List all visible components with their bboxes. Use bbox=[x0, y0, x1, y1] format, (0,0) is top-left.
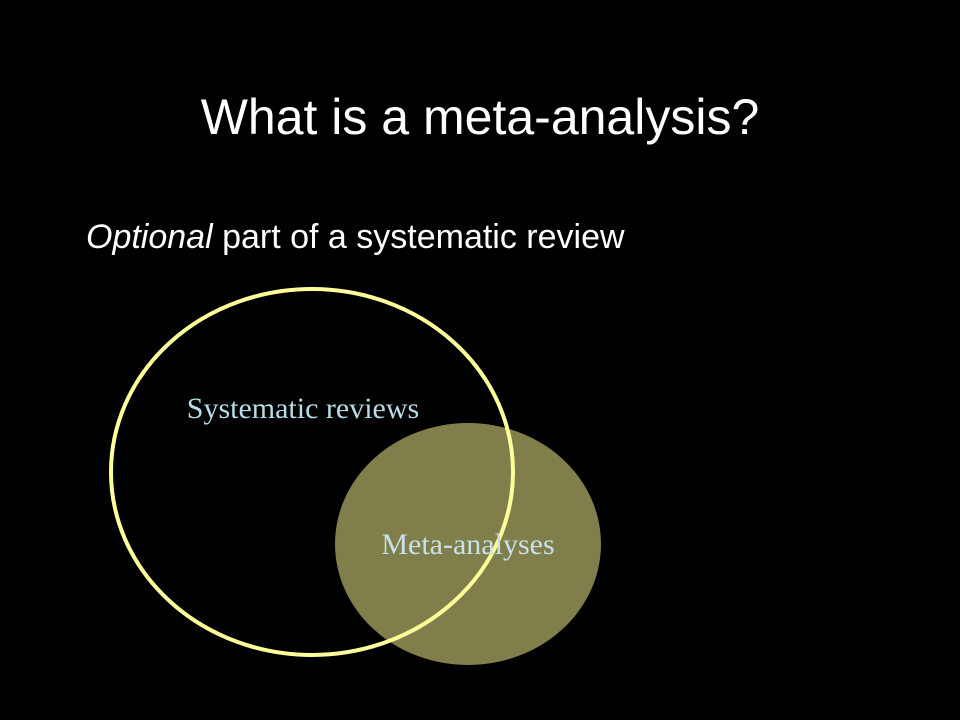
systematic-reviews-set bbox=[109, 287, 515, 657]
subtitle-rest: part of a systematic review bbox=[212, 218, 625, 256]
slide-subtitle: Optional part of a systematic review bbox=[86, 220, 625, 254]
slide-title: What is a meta-analysis? bbox=[200, 89, 760, 145]
meta-analyses-set bbox=[335, 423, 601, 665]
meta-analyses-label: Meta-analyses bbox=[381, 528, 554, 561]
subtitle-emphasis: Optional bbox=[86, 218, 213, 256]
systematic-reviews-label: Systematic reviews bbox=[187, 392, 419, 425]
